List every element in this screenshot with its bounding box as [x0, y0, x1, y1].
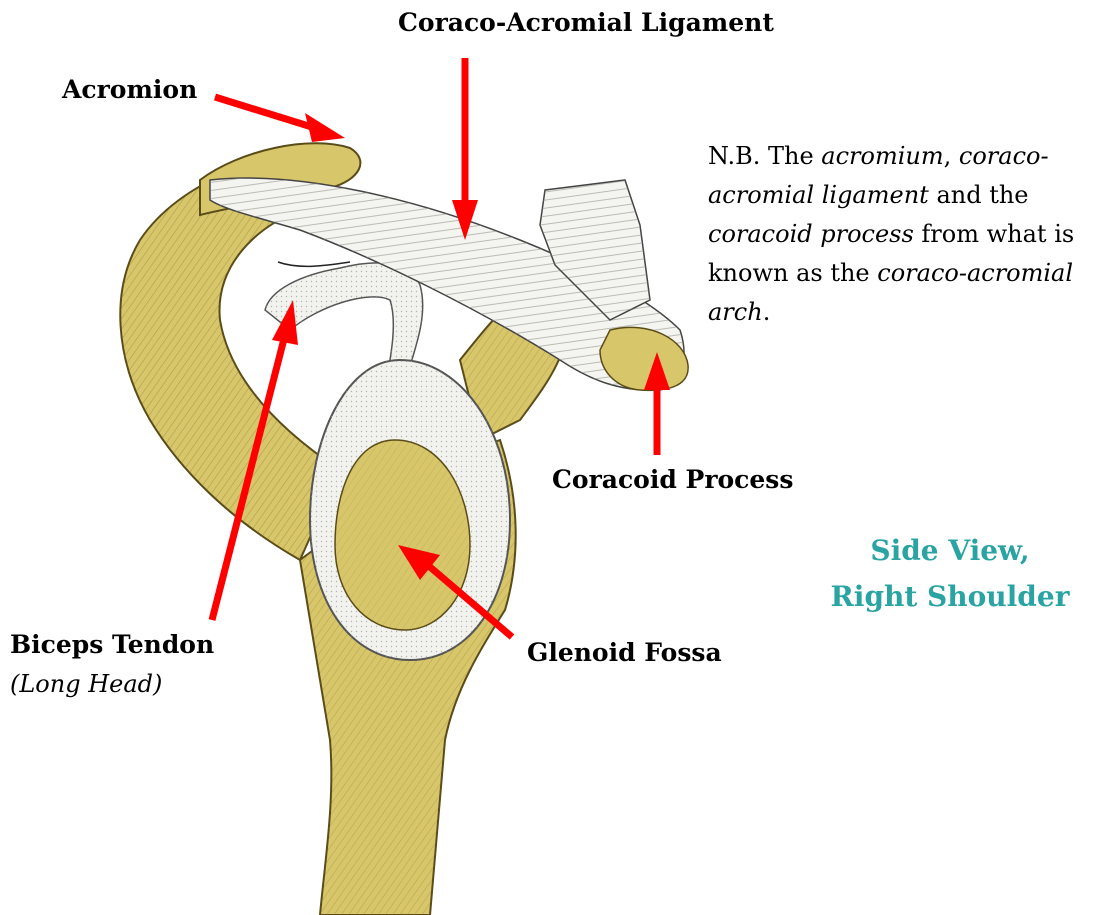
arrow-ligament	[452, 58, 478, 240]
label-glenoid-fossa: Glenoid Fossa	[527, 638, 722, 668]
label-biceps-tendon-sub: (Long Head)	[10, 670, 162, 698]
note-suffix: .	[763, 298, 771, 326]
view-line-1: Side View,	[780, 528, 1120, 574]
label-coracoid-process: Coracoid Process	[552, 465, 793, 495]
label-biceps-tendon: Biceps Tendon	[10, 630, 214, 660]
note-text: N.B. The acromium, coraco-acromial ligam…	[708, 137, 1113, 332]
view-caption: Side View, Right Shoulder	[780, 528, 1120, 620]
label-coraco-acromial-ligament: Coraco-Acromial Ligament	[398, 8, 774, 38]
note-term-coracoid: coracoid process	[708, 220, 914, 248]
arrow-acromion	[215, 97, 345, 142]
note-prefix: N.B. The	[708, 142, 821, 170]
note-term-acromium: acromium	[821, 142, 943, 170]
view-line-2: Right Shoulder	[780, 574, 1120, 620]
label-acromion: Acromion	[62, 75, 197, 105]
note-sep2: and the	[929, 181, 1029, 209]
note-sep1: ,	[944, 142, 959, 170]
